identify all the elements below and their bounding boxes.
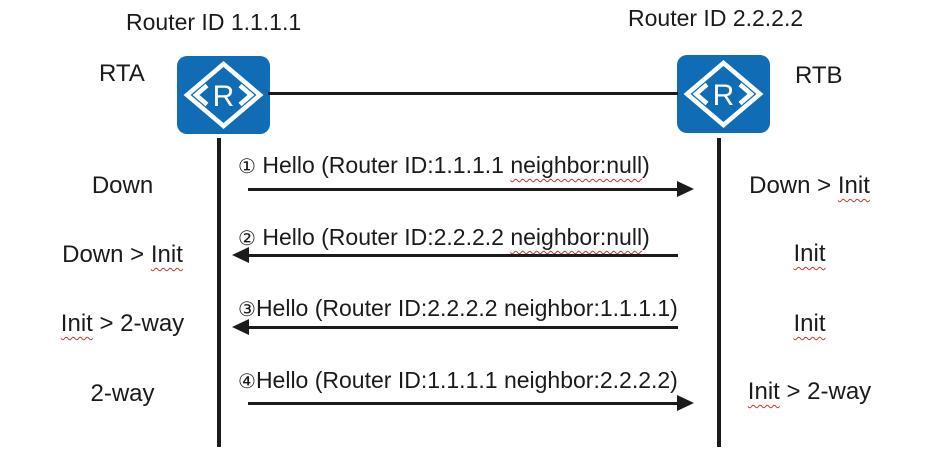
message-3-label: ③Hello (Router ID:2.2.2.2 neighbor:1.1.1… [238, 295, 678, 323]
message-2-pre: Hello (Router ID:2.2.2.2 [255, 224, 511, 250]
router-icon-rtb: R [677, 55, 770, 133]
state-rta-4-pre: 2-way [90, 380, 155, 407]
message-4-pre: Hello (Router ID:1.1.1.1 neighbor:2.2.2.… [255, 367, 678, 393]
state-rtb-1-pre: Down > [749, 172, 838, 199]
state-rtb-4-post: > 2-way [779, 378, 872, 405]
circled-number-4: ④ [238, 371, 256, 393]
state-rtb-1: Down > Init [712, 172, 907, 200]
state-rtb-4: Init > 2-way [712, 378, 907, 406]
state-rta-3-wavy: Init [60, 310, 93, 337]
message-2-wavy: neighbor:null [510, 224, 643, 250]
state-rtb-2: Init [712, 240, 907, 268]
chevron-right-icon [238, 83, 255, 107]
message-4-arrow-right-icon [248, 395, 694, 411]
chevron-right-icon [738, 82, 755, 106]
state-rta-3: Init > 2-way [25, 310, 220, 338]
lifeline-rtb [717, 138, 721, 447]
router-icon: R [183, 61, 264, 129]
message-1-arrow-right-icon [248, 181, 694, 197]
state-rtb-3: Init [712, 310, 907, 338]
message-1-pre: Hello (Router ID:1.1.1.1 [255, 152, 511, 178]
message-1-label: ① Hello (Router ID:1.1.1.1 neighbor:null… [238, 152, 650, 180]
link-line [268, 92, 678, 95]
state-rtb-3-wavy: Init [793, 310, 826, 337]
router-name-rtb: RTB [795, 62, 843, 89]
state-rtb-4-wavy: Init [747, 378, 780, 405]
state-rta-2-wavy: Init [150, 241, 183, 268]
message-3-arrow-left-icon [232, 319, 678, 335]
circled-number-1: ① [238, 156, 256, 178]
router-diamond [683, 60, 764, 128]
state-rta-3-post: > 2-way [92, 310, 185, 337]
message-2-label: ② Hello (Router ID:2.2.2.2 neighbor:null… [238, 224, 650, 252]
chevron-left-icon [192, 83, 209, 107]
state-rta-4: 2-way [25, 380, 220, 408]
message-3-pre: Hello (Router ID:2.2.2.2 neighbor:1.1.1.… [255, 295, 678, 321]
state-rta-2: Down > Init [25, 241, 220, 269]
lifeline-rta [217, 138, 221, 447]
router-letter: R [713, 79, 735, 112]
chevron-left-icon [692, 82, 709, 106]
router-icon-rta: R [177, 56, 270, 134]
router-letter: R [213, 80, 235, 113]
message-1-wavy: neighbor:null [510, 152, 643, 178]
state-rtb-2-wavy: Init [793, 240, 826, 267]
message-2-arrow-left-icon [232, 247, 678, 263]
message-4-label: ④Hello (Router ID:1.1.1.1 neighbor:2.2.2… [238, 367, 678, 395]
circled-number-3: ③ [238, 299, 256, 321]
router-id-label-right: Router ID 2.2.2.2 [628, 5, 804, 31]
router-icon: R [683, 60, 764, 128]
circled-number-2: ② [238, 228, 256, 250]
message-1-post: ) [642, 152, 650, 178]
message-2-post: ) [642, 224, 650, 250]
router-name-rta: RTA [99, 60, 145, 87]
state-rtb-1-wavy: Init [837, 172, 870, 199]
state-rta-1-pre: Down [91, 172, 154, 199]
state-rta-1: Down [25, 172, 220, 200]
state-rta-2-pre: Down > [62, 241, 151, 268]
router-diamond [183, 61, 264, 129]
router-id-label-left: Router ID 1.1.1.1 [126, 9, 302, 35]
